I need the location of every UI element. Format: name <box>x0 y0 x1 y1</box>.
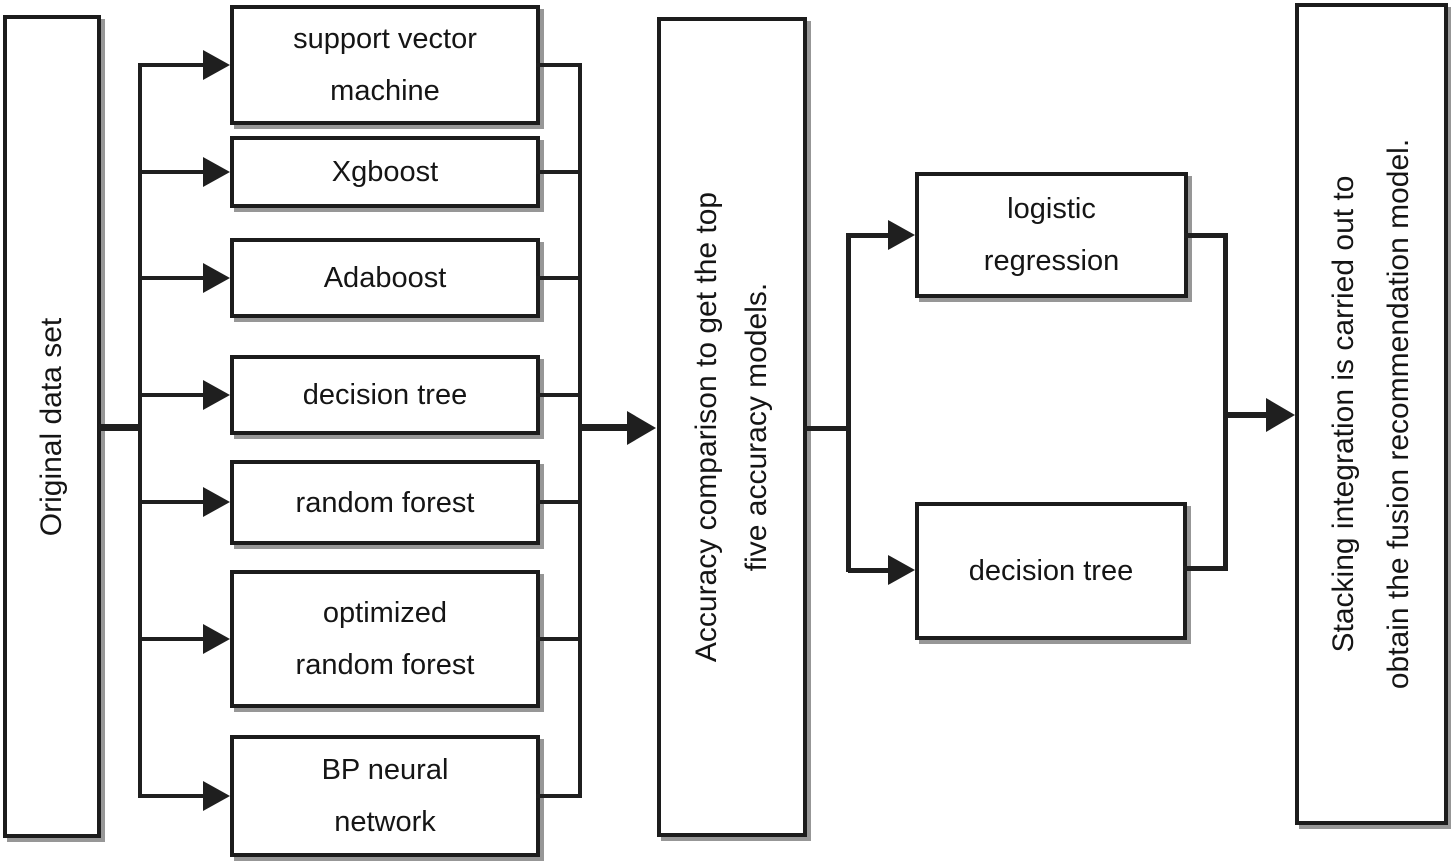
connector-into-accuracy <box>578 424 630 431</box>
connector-out-decision-tree-meta <box>1183 566 1227 571</box>
connector-out-optimized-rf <box>536 637 582 641</box>
connector-final-merge-bus <box>1223 233 1228 571</box>
arrowhead-into-logistic <box>888 220 915 250</box>
node-decision-tree: decision tree <box>230 355 540 435</box>
arrowhead-into-random-forest <box>203 487 230 517</box>
arrowhead-into-optimized-rf <box>203 624 230 654</box>
arrowhead-into-xgboost <box>203 157 230 187</box>
node-xgboost: Xgboost <box>230 136 540 208</box>
node-original-data-set: Original data set <box>3 15 101 838</box>
connector-branch-random-forest <box>138 500 206 504</box>
connector-out-svm <box>536 63 582 67</box>
connector-out-xgboost <box>536 170 582 174</box>
connector-out-adaboost <box>536 276 582 280</box>
connector-branch-decision-tree-meta <box>848 568 890 573</box>
arrowhead-into-stacking <box>1266 398 1295 432</box>
connector-out-logistic <box>1184 233 1227 238</box>
connector-branch-svm <box>138 63 206 67</box>
node-adaboost: Adaboost <box>230 238 540 318</box>
connector-source-feed <box>99 424 142 431</box>
arrowhead-into-decision-tree <box>203 380 230 410</box>
connector-branch-adaboost <box>138 276 206 280</box>
connector-branch-decision-tree <box>138 393 206 397</box>
connector-branch-logistic <box>848 233 890 238</box>
node-decision-tree-label: decision tree <box>302 379 468 411</box>
connector-into-stacking <box>1225 412 1270 418</box>
connector-out-decision-tree <box>536 393 582 397</box>
node-original-data-set-label: Original data set <box>35 317 69 536</box>
connector-input-bus <box>138 63 142 798</box>
arrowhead-into-svm <box>203 50 230 80</box>
node-decision-tree-meta: decision tree <box>915 502 1187 640</box>
connector-accuracy-out <box>805 426 850 431</box>
connector-branch-xgboost <box>138 170 206 174</box>
arrowhead-into-decision-tree-meta <box>888 555 915 585</box>
connector-stage2-branch-bus <box>846 233 851 572</box>
node-random-forest-label: random forest <box>295 486 475 519</box>
node-decision-tree-meta-label: decision tree <box>968 555 1134 587</box>
node-xgboost-label: Xgboost <box>331 156 439 188</box>
connector-branch-bp-network <box>138 794 206 798</box>
node-random-forest: random forest <box>230 460 540 545</box>
connector-branch-optimized-rf <box>138 637 206 641</box>
connector-out-random-forest <box>536 500 582 504</box>
connector-out-bp-network <box>536 794 582 798</box>
arrowhead-into-adaboost <box>203 263 230 293</box>
arrowhead-into-bp-network <box>203 781 230 811</box>
arrowhead-into-accuracy <box>627 411 656 445</box>
node-adaboost-label: Adaboost <box>323 262 447 294</box>
